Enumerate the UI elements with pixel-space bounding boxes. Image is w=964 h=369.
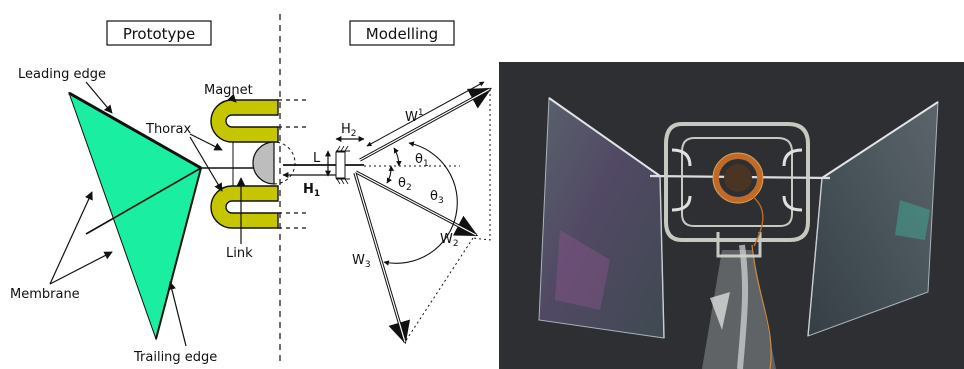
modelling-title: Modelling bbox=[349, 20, 455, 46]
thorax-label: Thorax bbox=[145, 122, 191, 137]
schematic-panel: Prototype Modelling Leading edge Magnet bbox=[10, 14, 492, 366]
trailing-edge-line bbox=[155, 167, 202, 340]
magnet-bottom bbox=[210, 185, 279, 229]
w1-symbol: W1 bbox=[405, 108, 424, 125]
membrane-label: Membrane bbox=[10, 287, 80, 302]
photo-frame bbox=[664, 122, 810, 258]
theta3-symbol: θ3 bbox=[430, 189, 444, 206]
magnet-top bbox=[210, 99, 279, 143]
prototype-title: Prototype bbox=[106, 20, 212, 46]
prototype-title-text: Prototype bbox=[123, 25, 195, 43]
pivot-half bbox=[252, 141, 275, 185]
w2-symbol: W2 bbox=[440, 232, 459, 249]
h1-symbol: H1 bbox=[303, 182, 320, 199]
leading-edge-label: Leading edge bbox=[18, 67, 106, 82]
prototype-photo bbox=[499, 62, 964, 369]
wing-spar bbox=[85, 167, 202, 235]
link-label: Link bbox=[226, 246, 253, 261]
theta2-symbol: θ2 bbox=[398, 176, 412, 193]
l-symbol: L bbox=[313, 151, 321, 166]
modelling-title-text: Modelling bbox=[366, 25, 438, 43]
h2-symbol: H2 bbox=[341, 122, 357, 139]
photo-coil bbox=[713, 153, 763, 203]
leading-edge-line bbox=[68, 91, 202, 170]
w3-symbol: W3 bbox=[352, 253, 371, 270]
trailing-edge-label: Trailing edge bbox=[133, 350, 217, 365]
magnet-label: Magnet bbox=[204, 83, 253, 98]
theta1-symbol: θ1 bbox=[415, 152, 429, 169]
